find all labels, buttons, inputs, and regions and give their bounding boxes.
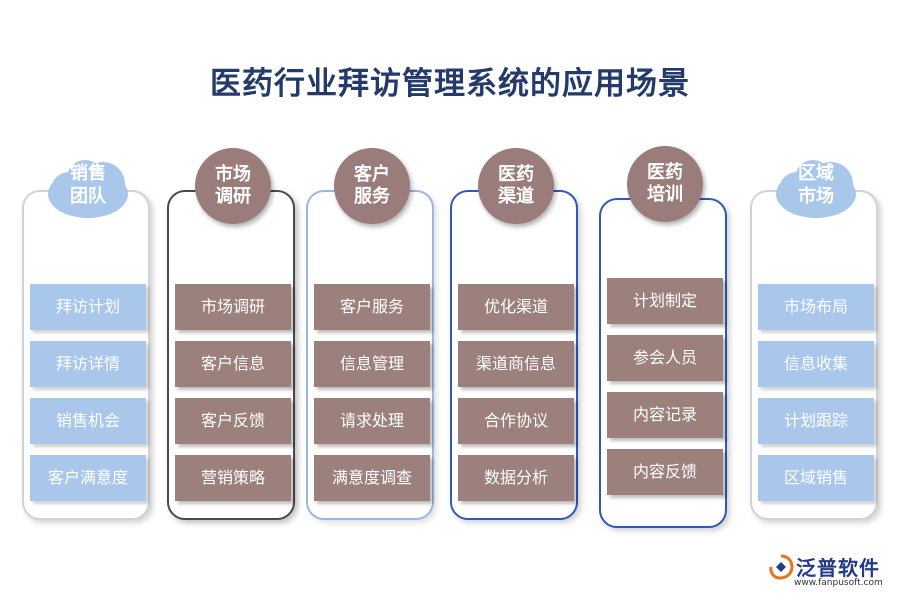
list-item: 营销策略 (175, 455, 291, 501)
list-item: 渠道商信息 (458, 341, 574, 387)
fanpu-logo-icon (769, 554, 794, 580)
list-item: 参会人员 (607, 335, 723, 381)
list-item: 数据分析 (458, 455, 574, 501)
column-header-label: 医药 培训 (647, 162, 683, 205)
column-header-label: 区域 市场 (798, 163, 834, 207)
fanpu-logo: 泛普软件 www.fanpusoft.com (768, 552, 893, 592)
circle-header: 市场 调研 (195, 148, 271, 224)
list-item: 客户服务 (314, 284, 430, 330)
list-item: 市场调研 (175, 284, 291, 330)
list-item: 计划跟踪 (758, 398, 874, 444)
list-item: 满意度调查 (314, 455, 430, 501)
list-item: 客户信息 (175, 341, 291, 387)
list-item: 市场布局 (758, 284, 874, 330)
list-item: 拜访计划 (30, 284, 146, 330)
column-header-label: 医药 渠道 (498, 164, 534, 207)
list-item: 拜访详情 (30, 341, 146, 387)
scenario-column-pharma-training: 医药 培训 计划制定 参会人员 内容记录 内容反馈 (599, 146, 731, 534)
list-item: 请求处理 (314, 398, 430, 444)
scenario-column-customer-service: 客户 服务 客户服务 信息管理 请求处理 满意度调查 (306, 148, 438, 526)
circle-header: 医药 渠道 (478, 148, 554, 224)
scenario-column-sales-team: 销售 团队 拜访计划 拜访详情 销售机会 客户满意度 (22, 160, 154, 526)
list-item: 客户反馈 (175, 398, 291, 444)
list-item: 计划制定 (607, 278, 723, 324)
cloud-header: 区域 市场 (769, 156, 863, 222)
scenario-column-regional-market: 区域 市场 市场布局 信息收集 计划跟踪 区域销售 (750, 160, 882, 526)
scenario-column-pharma-channel: 医药 渠道 优化渠道 渠道商信息 合作协议 数据分析 (450, 148, 582, 526)
scenario-column-market-research: 市场 调研 市场调研 客户信息 客户反馈 营销策略 (167, 148, 299, 526)
cloud-header: 销售 团队 (41, 156, 135, 222)
list-item: 信息管理 (314, 341, 430, 387)
list-item: 客户满意度 (30, 455, 146, 501)
list-item: 合作协议 (458, 398, 574, 444)
page-title: 医药行业拜访管理系统的应用场景 (210, 66, 690, 102)
column-header-label: 销售 团队 (70, 163, 106, 207)
list-item: 内容记录 (607, 392, 723, 438)
list-item: 优化渠道 (458, 284, 574, 330)
list-item: 区域销售 (758, 455, 874, 501)
column-header-label: 市场 调研 (215, 164, 251, 207)
circle-header: 医药 培训 (627, 146, 703, 222)
column-header-label: 客户 服务 (354, 164, 390, 207)
circle-header: 客户 服务 (334, 148, 410, 224)
logo-name: 泛普软件 (796, 556, 880, 580)
list-item: 销售机会 (30, 398, 146, 444)
logo-url: www.fanpusoft.com (794, 578, 883, 588)
list-item: 信息收集 (758, 341, 874, 387)
list-item: 内容反馈 (607, 449, 723, 495)
cloud-icon (776, 160, 856, 218)
cloud-icon (48, 160, 128, 218)
